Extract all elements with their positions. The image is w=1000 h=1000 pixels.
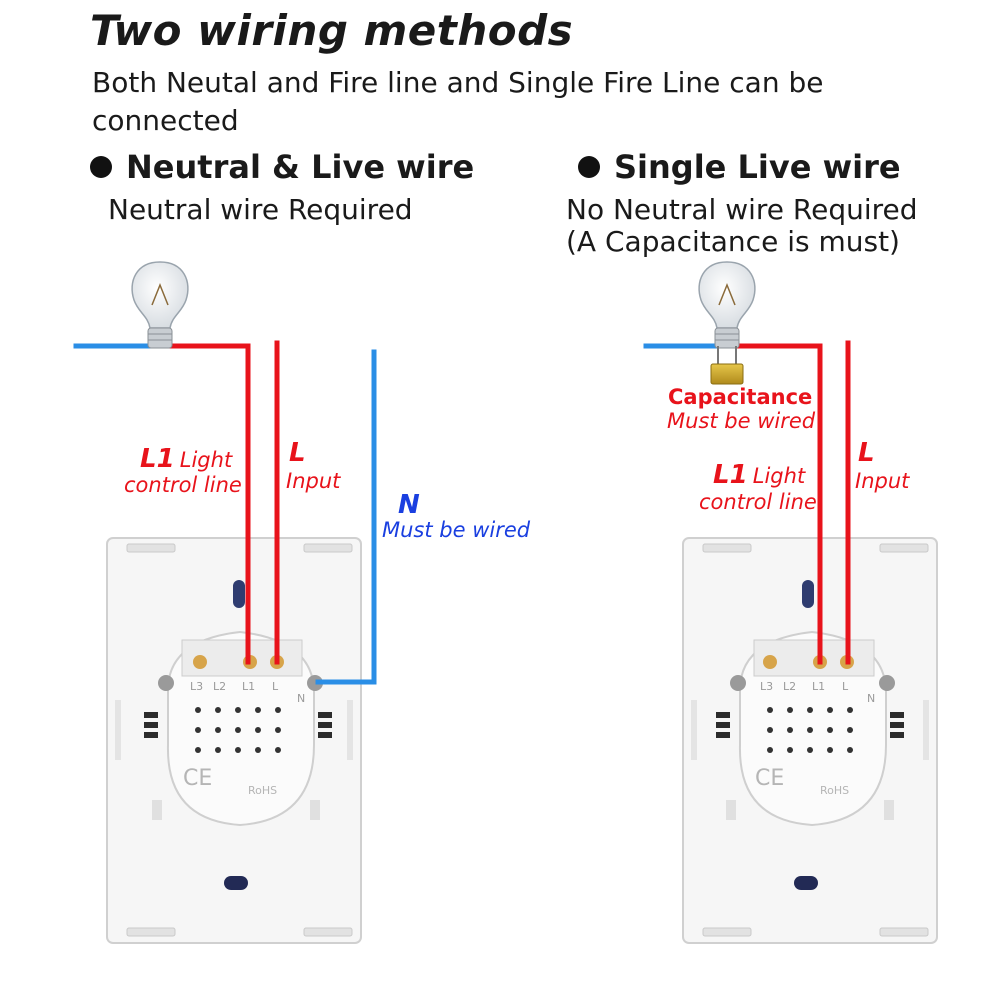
l1-code: L1 — [140, 444, 175, 474]
l1-text: Light — [179, 448, 233, 472]
left-heading: Neutral & Live wire — [90, 148, 474, 186]
right-note-1: No Neutral wire Required — [566, 193, 918, 226]
left-switch-module: L3 L2 L1 L N CE RoHS — [144, 630, 332, 827]
left-heading-text: Neutral & Live wire — [126, 148, 475, 186]
l1-light-control-wire — [733, 343, 823, 665]
terminal-label: L1 — [812, 680, 825, 693]
left-l-code: L — [289, 438, 306, 468]
left-l-text: Input — [286, 469, 341, 493]
terminal-label: L2 — [783, 680, 796, 693]
left-note: Neutral wire Required — [108, 193, 413, 226]
bullet-icon — [90, 156, 112, 178]
right-wires — [643, 340, 851, 665]
right-l1-label: L1 Light — [713, 462, 805, 491]
terminal-label: L — [842, 680, 849, 693]
page-title: Two wiring methods — [90, 6, 574, 55]
ce-mark: CE — [183, 766, 212, 791]
terminal-label: L3 — [190, 680, 203, 693]
lightbulb-icon — [698, 261, 756, 349]
terminal-label: L1 — [242, 680, 255, 693]
cap-text: Must be wired — [667, 409, 816, 433]
l1-code: L1 — [713, 460, 748, 490]
bullet-icon — [578, 156, 600, 178]
left-l1-desc: control line — [124, 473, 242, 497]
terminal-label: N — [867, 692, 875, 705]
left-wires — [73, 340, 377, 685]
terminal-label: L3 — [760, 680, 773, 693]
n-neutral-wire — [315, 349, 377, 685]
left-l1-label: L1 Light — [140, 446, 232, 475]
right-l-text: Input — [855, 469, 910, 493]
ce-mark: CE — [755, 766, 784, 791]
capacitor-icon — [710, 346, 744, 385]
right-l1-desc: control line — [699, 490, 817, 514]
right-switch-module: L3 L2 L1 L N CE RoHS — [716, 630, 904, 827]
page-subtitle: Both Neutal and Fire line and Single Fir… — [92, 66, 824, 137]
lightbulb-icon — [131, 261, 189, 349]
right-l-code: L — [858, 438, 875, 468]
terminal-label: L2 — [213, 680, 226, 693]
terminal-label: L — [272, 680, 279, 693]
l1-text: Light — [752, 464, 806, 488]
right-heading: Single Live wire — [578, 148, 901, 186]
terminal-label: N — [297, 692, 305, 705]
left-n-text: Must be wired — [382, 518, 531, 542]
right-note-2: (A Capacitance is must) — [566, 225, 900, 258]
cap-title: Capacitance — [668, 385, 813, 409]
rohs-mark: RoHS — [820, 784, 849, 797]
left-n-code: N — [398, 490, 420, 520]
rohs-mark: RoHS — [248, 784, 277, 797]
l1-light-control-wire — [162, 343, 251, 665]
right-heading-text: Single Live wire — [614, 148, 901, 186]
